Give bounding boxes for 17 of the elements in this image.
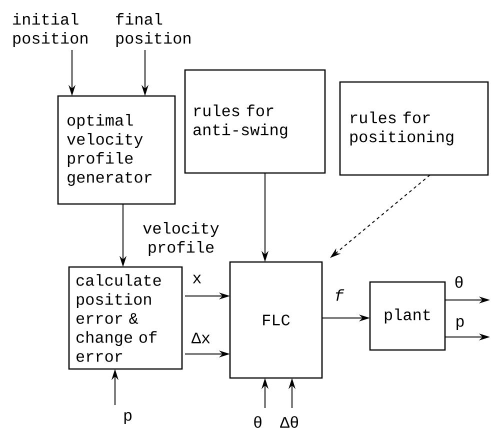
- input-label: Δθ: [280, 416, 298, 428]
- edge-label: p: [454, 317, 466, 331]
- input-label: final position: [116, 13, 190, 47]
- process-box: plant: [369, 281, 446, 351]
- edge-label: θ: [453, 275, 465, 289]
- process-box: rules for positioning: [339, 81, 489, 176]
- edge-label: f: [333, 288, 345, 302]
- process-box: optimal velocity profile generator: [57, 95, 176, 205]
- input-label: initial position: [13, 13, 88, 47]
- edge-label: Δx: [190, 332, 212, 344]
- process-box: rules for anti-swing: [184, 69, 326, 174]
- process-box: FLC: [229, 261, 323, 379]
- process-box: calculate position error & change of error: [68, 266, 183, 370]
- edge-label: velocity profile: [132, 221, 230, 257]
- input-label: p: [124, 412, 132, 424]
- input-label: θ: [254, 416, 262, 428]
- edge-label: x: [191, 274, 203, 284]
